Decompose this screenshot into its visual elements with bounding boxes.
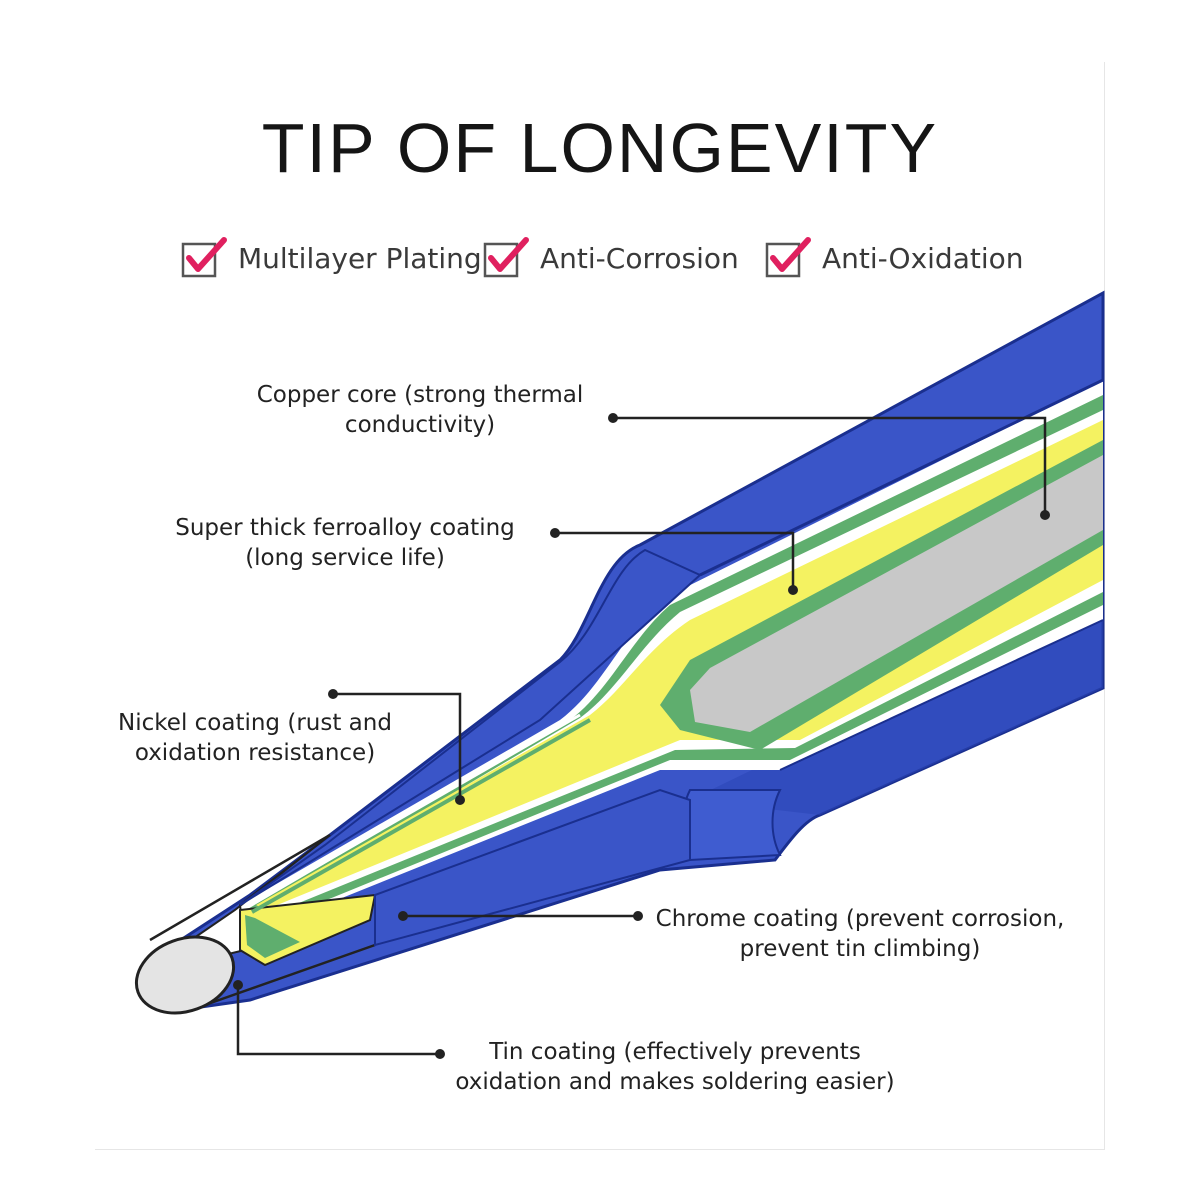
copper-core: [690, 455, 1103, 732]
feature-label: Anti-Corrosion: [540, 241, 739, 275]
tip-inner-green: [245, 915, 300, 958]
leader-dots: [233, 413, 1050, 1059]
callout-tin-coating: Tin coating (effectively prevents oxidat…: [455, 1039, 895, 1095]
tip-end: [134, 935, 236, 1015]
shell-bottom-edge: [779, 619, 1104, 771]
leader-ferroalloy: [555, 531, 795, 590]
page-title: TIP OF LONGEVITY: [261, 109, 939, 187]
cone-white-line: [249, 713, 581, 907]
callout-copper-core: Copper core (strong thermal conductivity…: [256, 382, 584, 438]
leader-lines: [236, 416, 1047, 1056]
tip-cone-outline: [149, 833, 376, 1014]
leader-copper: [613, 416, 1047, 515]
cone-blue-upper: [239, 548, 702, 906]
cone-green-line: [251, 718, 591, 914]
feature-anti-oxidation: Anti-Oxidation: [764, 236, 1024, 280]
leader-tin: [236, 985, 440, 1056]
feature-multilayer-plating: Multilayer Plating: [180, 236, 482, 280]
feature-label: Multilayer Plating: [238, 241, 482, 275]
checkbox-checked-icon: [765, 237, 811, 278]
shell-collar: [681, 789, 782, 862]
callout-chrome-coating: Chrome coating (prevent corrosion, preve…: [655, 906, 1065, 962]
checkbox-checked-icon: [483, 237, 529, 278]
leader-nickel: [333, 692, 462, 800]
callout-ferroalloy-coating: Super thick ferroalloy coating (long ser…: [175, 515, 515, 571]
cone-blue-front: [374, 788, 691, 947]
feature-label: Anti-Oxidation: [822, 241, 1024, 275]
callout-nickel-coating: Nickel coating (rust and oxidation resis…: [118, 710, 392, 766]
checkbox-checked-icon: [181, 237, 227, 278]
feature-anti-corrosion: Anti-Corrosion: [482, 236, 739, 280]
shell-top-edge: [699, 378, 1104, 577]
